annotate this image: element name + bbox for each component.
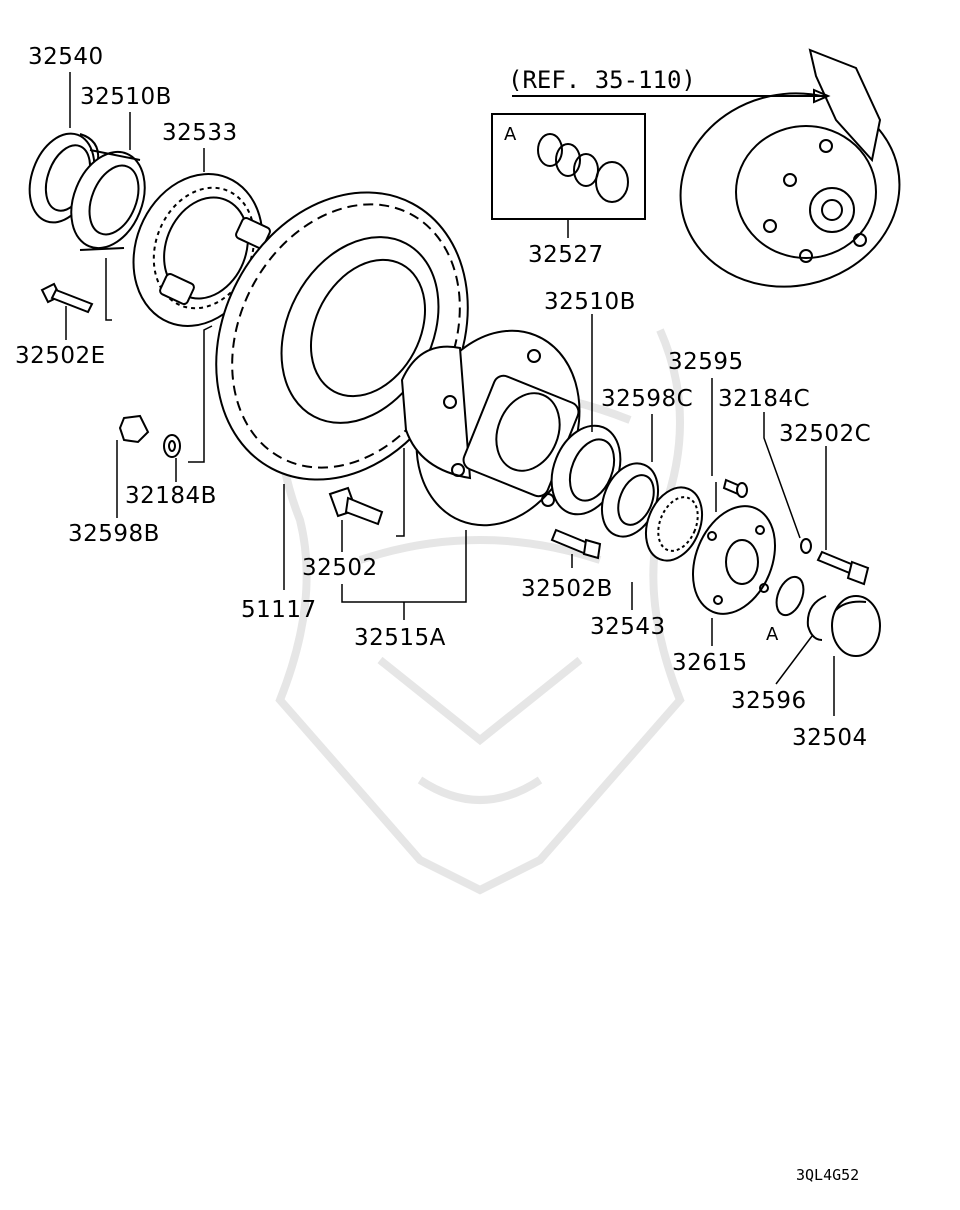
label-32502: 32502: [302, 555, 378, 581]
part-snap-ring-A[interactable]: [771, 573, 808, 619]
snap-ring-group-letter: A: [766, 624, 779, 645]
part-32502-hub-bolt[interactable]: [328, 486, 384, 526]
label-32510B-right: 32510B: [544, 289, 636, 315]
kit-group-letter: A: [504, 124, 517, 145]
label-32595: 32595: [668, 349, 744, 375]
part-32615-drive-flange[interactable]: [678, 494, 790, 626]
reference-note: (REF. 35-110): [508, 66, 696, 94]
drawing-code: 3QL4G52: [796, 1166, 859, 1184]
label-32184B: 32184B: [125, 483, 217, 509]
part-32184B-washer[interactable]: [163, 434, 181, 458]
reference-arrowhead: [813, 88, 831, 104]
part-32504-hub-cap[interactable]: [831, 595, 881, 657]
label-32502B: 32502B: [521, 576, 613, 602]
part-32502C-bolt[interactable]: [816, 550, 870, 586]
label-32615: 32615: [672, 650, 748, 676]
label-32184C: 32184C: [718, 386, 810, 412]
label-32515A: 32515A: [354, 625, 446, 651]
part-32596-snap-ring[interactable]: [806, 595, 827, 641]
label-32504: 32504: [792, 725, 868, 751]
label-32502E: 32502E: [15, 343, 106, 369]
reference-brake-assembly-illustration: [679, 48, 901, 288]
part-32598C-lock-nut[interactable]: [592, 455, 669, 545]
label-32502C: 32502C: [779, 421, 871, 447]
label-51117: 51117: [241, 597, 317, 623]
label-32598C: 32598C: [601, 386, 693, 412]
label-32543: 32543: [590, 614, 666, 640]
part-32595-screw[interactable]: [722, 478, 748, 498]
part-32184C-washer[interactable]: [800, 538, 812, 554]
part-32543-lock-washer[interactable]: [636, 479, 713, 569]
part-32515A-front-hub[interactable]: [388, 306, 608, 550]
leader-lines: [65, 72, 835, 716]
label-32533: 32533: [162, 120, 238, 146]
part-32502E-bolt[interactable]: [40, 282, 94, 314]
part-32533-abs-rotor-ring[interactable]: [111, 154, 284, 345]
label-32598B: 32598B: [68, 521, 160, 547]
part-32502B-bolt[interactable]: [550, 528, 602, 560]
part-32510B-left-bearing[interactable]: [58, 141, 159, 259]
label-32596: 32596: [731, 688, 807, 714]
part-32598B-nut[interactable]: [118, 414, 150, 444]
label-32527: 32527: [528, 242, 604, 268]
label-32540: 32540: [28, 44, 104, 70]
label-32510B-left: 32510B: [80, 84, 172, 110]
